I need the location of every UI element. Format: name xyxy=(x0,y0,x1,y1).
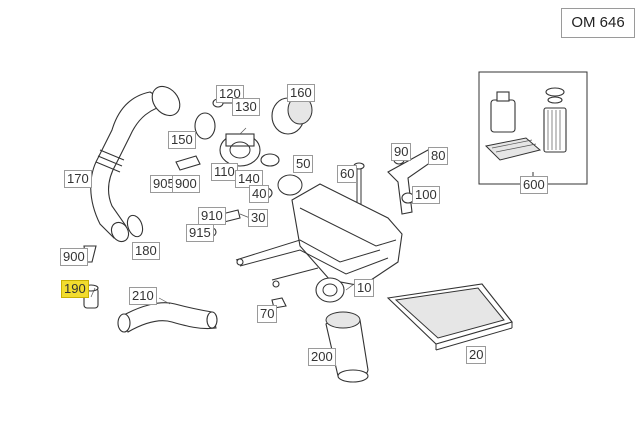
callout-70[interactable]: 70 xyxy=(257,305,278,323)
hose-clamp-180 xyxy=(126,214,144,238)
callout-900-left[interactable]: 900 xyxy=(60,248,88,266)
callout-180[interactable]: 180 xyxy=(132,242,160,260)
callout-60[interactable]: 60 xyxy=(337,165,358,183)
callout-900-top[interactable]: 900 xyxy=(172,175,200,193)
callout-50[interactable]: 50 xyxy=(293,155,314,173)
callout-20[interactable]: 20 xyxy=(466,346,487,364)
charge-air-pipe xyxy=(90,85,181,243)
callout-190-highlighted[interactable]: 190 xyxy=(61,280,89,298)
callout-110[interactable]: 110 xyxy=(211,163,238,181)
callout-910[interactable]: 910 xyxy=(198,207,226,225)
intake-duct-200 xyxy=(325,311,369,383)
callout-160[interactable]: 160 xyxy=(287,84,315,102)
callout-905[interactable]: 905 xyxy=(150,175,178,193)
callout-40[interactable]: 40 xyxy=(249,185,270,203)
engine-code-label: OM 646 xyxy=(561,8,635,38)
air-filter-housing xyxy=(235,183,403,303)
callout-10[interactable]: 10 xyxy=(354,279,375,297)
callout-80[interactable]: 80 xyxy=(428,147,449,165)
air-filter-element xyxy=(386,283,513,351)
clamp-140 xyxy=(277,174,303,196)
callout-600[interactable]: 600 xyxy=(520,176,548,194)
callout-100[interactable]: 100 xyxy=(412,186,440,204)
callout-130[interactable]: 130 xyxy=(232,98,260,116)
callout-150[interactable]: 150 xyxy=(168,131,196,149)
callout-90[interactable]: 90 xyxy=(391,143,412,161)
intake-hose xyxy=(117,302,218,333)
callout-200[interactable]: 200 xyxy=(308,348,336,366)
air-mass-sensor xyxy=(175,98,280,171)
callout-140[interactable]: 140 xyxy=(235,170,263,188)
callout-30[interactable]: 30 xyxy=(248,209,269,227)
callout-915[interactable]: 915 xyxy=(186,224,214,242)
intake-element-160 xyxy=(271,95,313,135)
callout-210[interactable]: 210 xyxy=(129,287,157,305)
callout-170[interactable]: 170 xyxy=(64,170,92,188)
filter-kit-box xyxy=(478,71,588,185)
